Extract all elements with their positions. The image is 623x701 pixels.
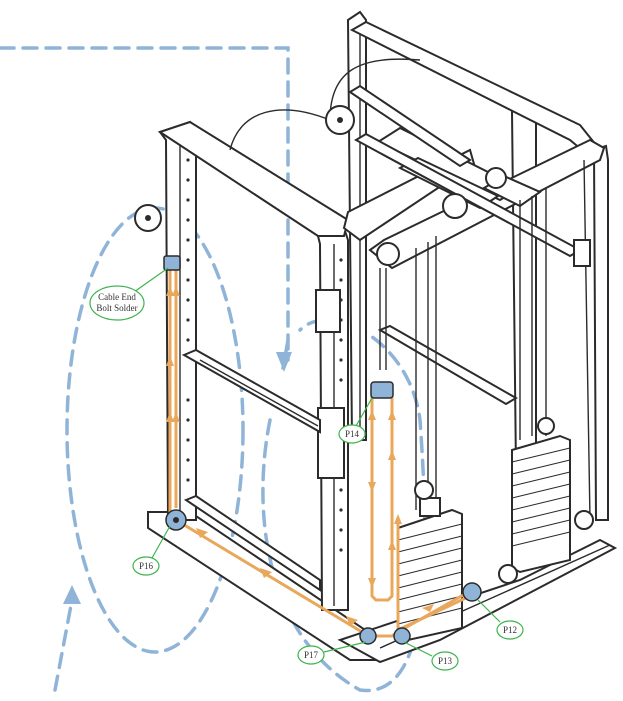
bottom-guide-line (53, 598, 74, 692)
stack-top-pulley (414, 480, 434, 500)
cable-end-leader (133, 267, 169, 293)
top-cable-hose (229, 109, 331, 151)
j-hook (315, 289, 341, 333)
p12-leader (477, 599, 501, 623)
p13-callout (431, 651, 459, 671)
left-upright (158, 120, 197, 521)
guide-rods (379, 159, 591, 521)
p14-pulley (370, 381, 394, 399)
cable-end-callout (89, 285, 145, 321)
p14-label: P14 (345, 429, 360, 439)
top-pulley-rear (485, 167, 507, 189)
top-pulley-middle (442, 193, 468, 219)
p12-pulley (462, 582, 482, 602)
top-pulleys (134, 105, 507, 266)
p13-label: P13 (438, 656, 453, 666)
p12-label: P12 (503, 625, 517, 635)
p13-pulley (393, 627, 411, 645)
rear-weight-stack (498, 417, 594, 584)
p12-callout (496, 620, 524, 640)
top-guide-line (0, 46, 290, 362)
p16-leader (151, 525, 171, 559)
p16-label: P16 (139, 561, 154, 571)
top-pulley-drop (376, 242, 400, 266)
top-guide-arrowhead (276, 352, 292, 372)
callouts: Cable End Bolt Solder P14 P16 P17 P13 P1… (89, 267, 524, 671)
cable-end-label-line2: Bolt Solder (96, 303, 137, 313)
left-loop-guide (65, 206, 245, 654)
p17-pulley (359, 627, 377, 645)
p17-callout (297, 645, 325, 665)
top-frame (157, 20, 606, 592)
p17-leader (323, 641, 367, 653)
rear-bottom-pulley (574, 510, 594, 530)
rear-cable-swivel (573, 239, 591, 267)
highlighted-pulleys (163, 255, 482, 645)
cable-end-bolt-part (163, 255, 181, 271)
p17-label: P17 (304, 650, 319, 660)
p13-leader (403, 641, 433, 657)
cable-end-label-line1: Cable End (98, 292, 136, 302)
top-cable-hose-upper (329, 58, 421, 121)
middle-upright (315, 226, 349, 611)
p14-leader (355, 397, 373, 427)
p16-callout (132, 556, 160, 576)
bottom-guide-arrowhead (63, 585, 81, 604)
p14-callout (338, 424, 366, 444)
upright-sleeve (317, 407, 345, 479)
